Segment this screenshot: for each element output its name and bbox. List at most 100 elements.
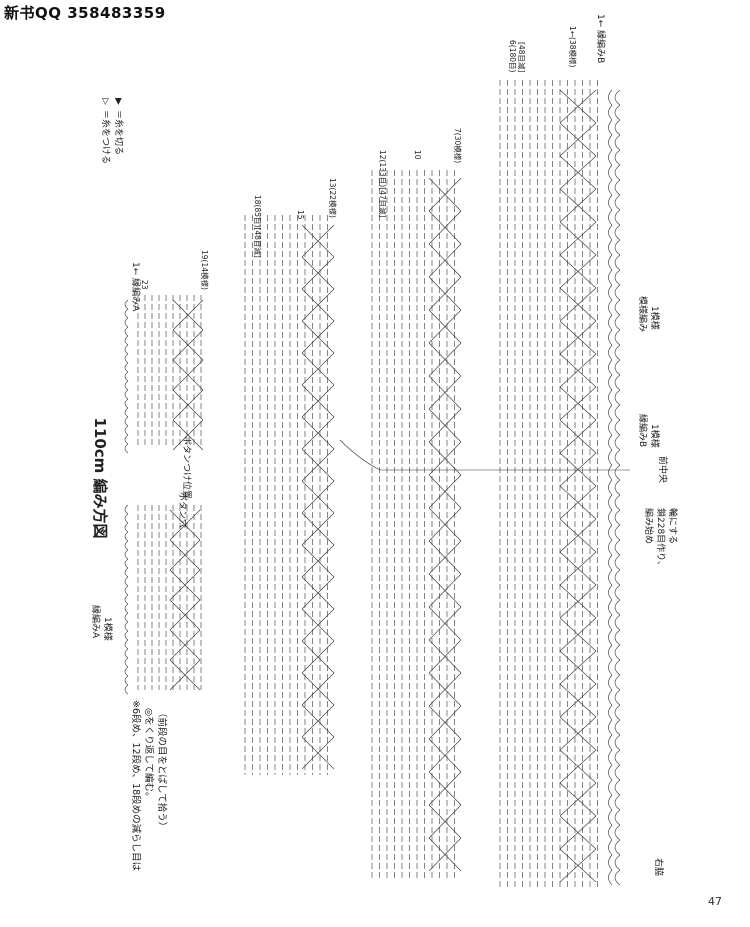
edging-b — [608, 449, 613, 466]
edging-b — [608, 389, 613, 406]
fan-motif — [428, 177, 462, 212]
edging-a — [124, 621, 129, 632]
fan-motif — [428, 441, 462, 476]
fan-motif — [169, 599, 201, 631]
edging-b — [614, 509, 621, 526]
fan-motif — [428, 837, 462, 872]
edging-a — [124, 398, 129, 409]
edging-a — [124, 612, 129, 623]
fan-motif — [428, 507, 462, 542]
label-pattern-a-right: 1← 縁編みA — [130, 262, 142, 312]
label-button-position: ボタンつけ位置 — [181, 436, 193, 499]
edging-b — [608, 119, 613, 136]
label-row-6-dec: [48目減] — [517, 42, 527, 72]
note-line-1: ※6段め、12段め、18段めの減らし目は — [130, 700, 142, 872]
label-row-7: 7(30模様) — [453, 128, 463, 163]
edging-b — [614, 359, 621, 376]
fan-motif — [301, 704, 335, 738]
edging-b — [608, 764, 613, 781]
stitch-symbols — [124, 89, 621, 886]
fan-motif — [428, 672, 462, 707]
fan-motif — [301, 416, 335, 450]
fan-motif — [301, 256, 335, 290]
fan-motif — [559, 221, 597, 256]
legend-attach: ＝糸をつける — [100, 110, 112, 164]
edging-b — [614, 419, 621, 436]
edging-b — [608, 809, 613, 826]
fan-motif — [559, 848, 597, 883]
fan-motif — [428, 342, 462, 377]
label-start-2: 鎖228目作り、 — [655, 508, 667, 570]
label-buttonhole: ボタン穴 — [177, 492, 189, 528]
edging-b — [614, 824, 621, 841]
edging-b — [608, 404, 613, 421]
edging-b — [608, 479, 613, 496]
fan-motif — [559, 287, 597, 322]
edging-b — [608, 104, 613, 121]
fan-motif — [559, 353, 597, 388]
edging-b — [614, 779, 621, 796]
edging-b — [614, 869, 621, 886]
edging-b — [608, 659, 613, 676]
fan-motif — [428, 804, 462, 839]
fan-motif — [301, 672, 335, 706]
label-pattern-a-left-repeat: 1模様 — [102, 617, 114, 641]
diagram-title: 110cm 編み方図 — [91, 417, 109, 538]
edging-a — [124, 504, 129, 515]
edging-b — [608, 719, 613, 736]
edging-b — [614, 149, 621, 166]
edging-b — [614, 809, 621, 826]
fan-motif — [428, 243, 462, 278]
edging-b — [608, 509, 613, 526]
edging-a — [124, 603, 129, 614]
page-number: 47 — [708, 895, 722, 908]
fan-motif — [172, 299, 204, 331]
edging-b — [608, 89, 613, 106]
edging-a — [124, 675, 129, 686]
fan-motif — [559, 716, 597, 751]
edging-b — [608, 524, 613, 541]
fan-motif — [301, 320, 335, 354]
fan-motif — [428, 309, 462, 344]
label-pattern-fan-repeat: 1模様 — [649, 306, 661, 330]
edging-b — [614, 299, 621, 316]
front-center-line — [339, 439, 381, 471]
label-row-23: 23 — [140, 280, 149, 290]
edging-b — [614, 764, 621, 781]
edging-a — [124, 630, 129, 641]
fan-motif — [169, 509, 201, 541]
edging-b — [608, 824, 613, 841]
edging-b — [608, 554, 613, 571]
edging-a — [124, 335, 129, 346]
fan-motif — [301, 544, 335, 578]
edging-a — [124, 549, 129, 560]
edging-b — [608, 164, 613, 181]
edging-b — [608, 569, 613, 586]
edging-a — [124, 380, 129, 391]
label-pattern-b-top: 1← 縁編みB — [595, 14, 607, 63]
edging-b — [614, 689, 621, 706]
edging-b — [608, 464, 613, 481]
edging-b — [614, 89, 621, 106]
label-start-1: 編み始め — [643, 508, 655, 544]
fan-motif — [559, 683, 597, 718]
edging-b — [614, 719, 621, 736]
fan-motif — [559, 485, 597, 520]
edging-a — [124, 407, 129, 418]
edging-b — [614, 314, 621, 331]
edging-b — [608, 434, 613, 451]
label-row-1-pattern: 1←(38模様) — [568, 26, 578, 68]
edging-b — [614, 659, 621, 676]
fan-motif — [169, 629, 201, 661]
edging-b — [614, 704, 621, 721]
edging-b — [608, 239, 613, 256]
fan-motif — [428, 705, 462, 740]
edging-a — [124, 684, 129, 695]
legend-cut-symbol: ▶ — [113, 98, 123, 105]
fan-motif — [428, 540, 462, 575]
edging-b — [608, 839, 613, 856]
chart-lines — [137, 80, 630, 890]
edging-b — [608, 194, 613, 211]
edging-b — [608, 644, 613, 661]
edging-b — [608, 599, 613, 616]
